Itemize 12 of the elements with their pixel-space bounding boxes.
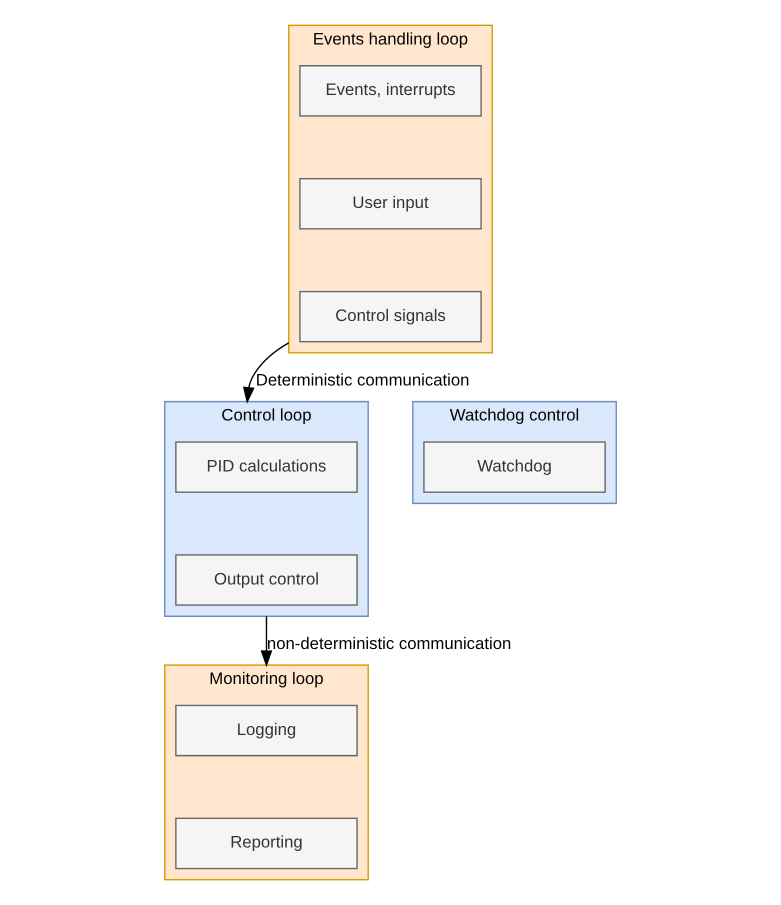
arrow [260, 616, 272, 668]
edge-label: Deterministic communication [256, 370, 470, 390]
arrow [242, 342, 290, 404]
node-box: Output control [175, 554, 358, 606]
node-box: Logging [175, 704, 358, 756]
node-box: PID calculations [175, 441, 358, 493]
node-box: Watchdog [423, 441, 606, 493]
node-box: User input [299, 178, 482, 230]
node-box: Control signals [299, 290, 482, 342]
edge-label: non-deterministic communication [266, 634, 512, 654]
node-box: Reporting [175, 818, 358, 870]
node-box: Events, interrupts [299, 65, 482, 117]
